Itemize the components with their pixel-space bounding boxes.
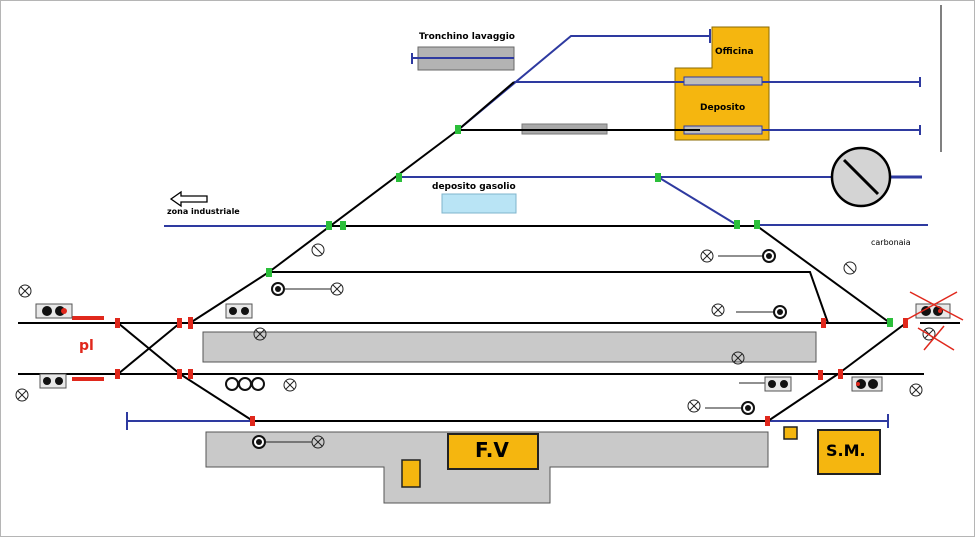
signal-stems [266,255,776,443]
deposito-strip [683,76,763,86]
east-crossover [837,322,907,375]
signal-marker [903,318,908,328]
signal-marker [115,369,120,379]
signal-marker [188,369,193,379]
signal-marker [250,416,255,426]
small-box [783,426,798,440]
signal-icon [39,373,67,389]
sm-label: S.M. [826,441,866,460]
branch-line [268,129,459,273]
signal-marker [177,318,182,328]
sm-building [817,429,881,475]
switch-marker [340,221,346,230]
fv-building [447,433,539,470]
carbonaia-label: carbonaia [871,238,911,247]
tronchino-label: Tronchino lavaggio [419,32,515,42]
switch-marker [655,173,661,182]
red-bar [72,316,104,320]
platform-connector [767,373,839,422]
crossed-signal-icon [330,282,344,296]
signal-icon [225,303,253,319]
signal-icon [762,249,776,263]
signal-marker [115,318,120,328]
pl-label: pl [79,338,94,354]
crossed-signal-icon [253,327,267,341]
crossed-signal-icon [18,284,32,298]
deposito-gasolio-label: deposito gasolio [432,182,516,192]
signal-marker [188,317,193,329]
signal-marker [177,369,182,379]
switch-marker [734,220,740,229]
signal-markers [72,316,908,426]
signal-icon [35,303,73,319]
switch-marker [396,173,402,182]
crossed-signal-icon [15,388,29,402]
crossed-signal-icon [843,261,857,275]
island-platform [202,331,817,363]
signal-icons [35,249,951,449]
crossover [117,322,181,375]
cancel-marks [905,291,964,351]
crossed-signal-icon [687,399,701,413]
switch-marker [455,125,461,134]
yard-exit [756,225,891,324]
signal-icon [271,282,285,296]
crossed-signal-icon [909,383,923,397]
fv-label: F.V [475,438,509,462]
arrow-left-icon [169,190,208,208]
loop-track [189,271,829,324]
small-building [401,459,421,488]
crossed-signal-icons [15,243,936,449]
crossed-signal-icon [711,303,725,317]
switch-markers [266,125,893,327]
platform-connector [179,373,254,422]
signal-icon [851,376,883,392]
officina-label: Officina [715,47,754,57]
signal-icon [741,401,755,415]
turntable-icon [830,146,922,208]
switch-marker [266,268,272,277]
switch-marker [887,318,893,327]
signal-icon [252,435,266,449]
switch-marker [326,221,332,230]
deposito-label: Deposito [700,103,746,113]
main-tracks [18,81,960,422]
crossed-signal-icon [700,249,714,263]
signal-marker [821,318,826,328]
signal-icon [773,305,787,319]
signal-icon [764,376,792,392]
fuel-tank [441,193,517,214]
branch-line [457,81,515,131]
signal-marker [818,370,823,380]
signal-icon [225,377,265,391]
siding-tracks [126,29,928,430]
signal-marker [838,369,843,379]
signal-marker [765,416,770,426]
crossed-signal-icon [731,351,745,365]
switch-marker [754,220,760,229]
connector-track [657,176,738,226]
red-bar [72,377,104,381]
crossed-signal-icon [311,243,325,257]
crossed-signal-icon [283,378,297,392]
zona-industriale-label: zona industriale [167,207,240,216]
